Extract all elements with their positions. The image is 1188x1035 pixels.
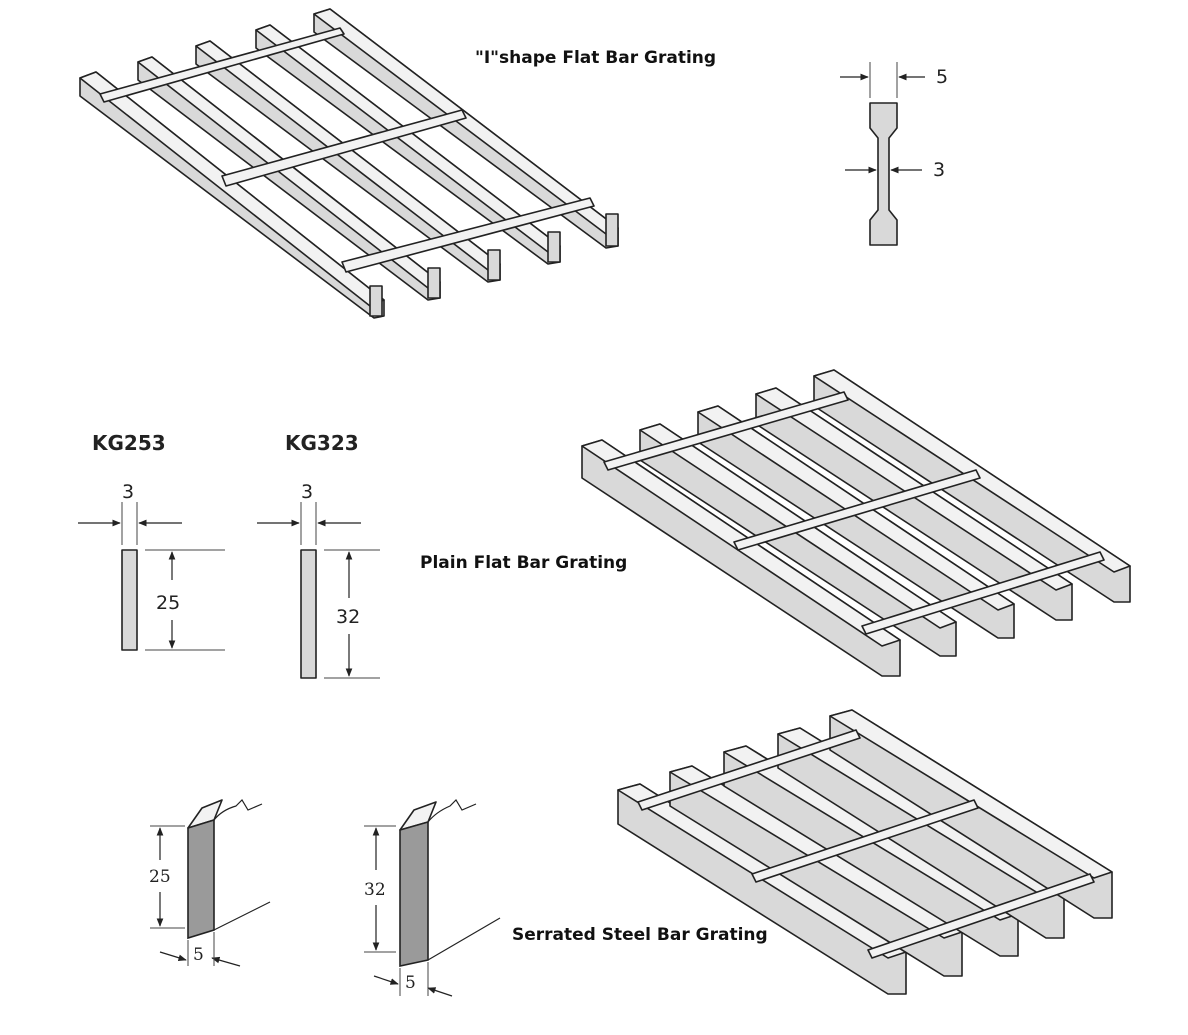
model-kg323: KG323 (285, 431, 359, 455)
kg323-profile (257, 502, 380, 679)
i-shape-cross-bars (99, 27, 595, 273)
plain-title: Plain Flat Bar Grating (420, 553, 627, 573)
serrated-title: Serrated Steel Bar Grating (512, 925, 768, 945)
model-kg253: KG253 (92, 431, 166, 455)
kg253-profile (78, 502, 225, 651)
kg323-height: 32 (336, 606, 360, 628)
serrated-25-thickness: 5 (193, 945, 204, 965)
serrated-32-height: 32 (364, 880, 386, 900)
kg253-height: 25 (156, 592, 180, 614)
plain-bearing-bars (581, 369, 1131, 677)
i-shape-bearing-bars (79, 8, 619, 319)
serrated-cross-bars (637, 729, 1095, 959)
i-shape-grating-illustration (79, 8, 619, 319)
plain-cross-bars (603, 391, 1105, 635)
i-shape-top-width: 5 (936, 66, 948, 88)
serrated-grating-illustration (617, 709, 1113, 995)
i-shape-bar-ends (369, 213, 619, 317)
i-shape-title: "I"shape Flat Bar Grating (475, 48, 716, 68)
serrated-bearing-bars (617, 709, 1113, 995)
serrated-profile-25 (150, 799, 271, 967)
serrated-25-height: 25 (149, 867, 171, 887)
plain-grating-illustration (581, 369, 1131, 677)
i-shape-profile (840, 62, 925, 246)
kg323-thickness: 3 (301, 481, 313, 503)
i-shape-web-width: 3 (933, 159, 945, 181)
kg253-thickness: 3 (122, 481, 134, 503)
serrated-32-thickness: 5 (405, 973, 416, 993)
serrated-profile-32 (364, 799, 501, 997)
